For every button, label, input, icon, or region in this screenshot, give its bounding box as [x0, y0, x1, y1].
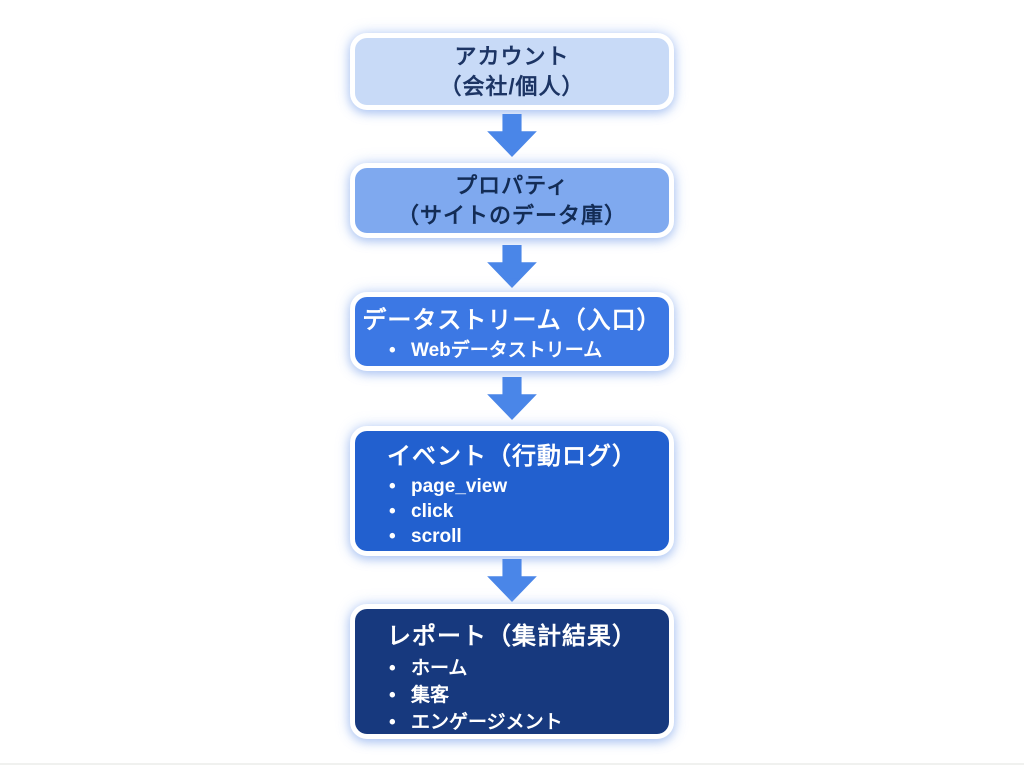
down-arrow-icon — [486, 114, 538, 157]
list-item-label: 集客 — [411, 685, 450, 706]
account-title-line1: アカウント — [454, 43, 570, 69]
account-box-title: アカウント （会社/個人） — [355, 38, 669, 105]
list-item-label: エンゲージメント — [411, 712, 563, 733]
bullet-icon: • — [389, 476, 396, 497]
event-bullet-list: • page_view • click • scroll — [355, 474, 669, 549]
down-arrow-shape — [487, 114, 537, 157]
property-title-line1: プロパティ — [455, 172, 569, 198]
list-item-label: click — [411, 501, 454, 522]
list-item: • Webデータストリーム — [389, 337, 669, 364]
list-item: • click — [389, 499, 669, 524]
bullet-icon: • — [389, 526, 396, 547]
bullet-icon: • — [389, 658, 396, 679]
list-item: • ホーム — [389, 655, 669, 682]
list-item-label: Webデータストリーム — [411, 340, 603, 361]
list-item: • page_view — [389, 474, 669, 499]
flow-box-event: イベント（行動ログ） • page_view • click • scroll — [350, 426, 674, 556]
event-box-title: イベント（行動ログ） — [387, 443, 637, 470]
property-box-title: プロパティ （サイトのデータ庫） — [355, 168, 669, 233]
report-bullet-list: • ホーム • 集客 • エンゲージメント — [355, 655, 669, 736]
data-stream-bullet-list: • Webデータストリーム — [355, 337, 669, 364]
flow-box-property: プロパティ （サイトのデータ庫） — [350, 163, 674, 238]
bullet-icon: • — [389, 501, 396, 522]
list-item: • エンゲージメント — [389, 709, 669, 736]
property-title-line2: （サイトのデータ庫） — [396, 202, 627, 228]
bullet-icon: • — [389, 340, 396, 361]
account-title-line2: （会社/個人） — [439, 73, 585, 99]
flow-box-data-stream: データストリーム（入口） • Webデータストリーム — [350, 292, 674, 371]
bottom-edge-line — [0, 763, 1024, 765]
flow-box-report: レポート（集計結果） • ホーム • 集客 • エンゲージメント — [350, 604, 674, 739]
down-arrow-shape — [487, 245, 537, 288]
down-arrow-shape — [487, 559, 537, 602]
list-item-label: scroll — [411, 526, 462, 547]
down-arrow-icon — [486, 377, 538, 420]
list-item: • scroll — [389, 524, 669, 549]
list-item-label: ホーム — [411, 658, 468, 679]
down-arrow-shape — [487, 377, 537, 420]
bullet-icon: • — [389, 712, 396, 733]
down-arrow-icon — [486, 245, 538, 288]
data-stream-box-title: データストリーム（入口） — [362, 307, 662, 334]
bullet-icon: • — [389, 685, 396, 706]
flow-box-account: アカウント （会社/個人） — [350, 33, 674, 110]
list-item: • 集客 — [389, 682, 669, 709]
report-box-title: レポート（集計結果） — [387, 623, 637, 650]
down-arrow-icon — [486, 559, 538, 602]
list-item-label: page_view — [411, 476, 508, 497]
